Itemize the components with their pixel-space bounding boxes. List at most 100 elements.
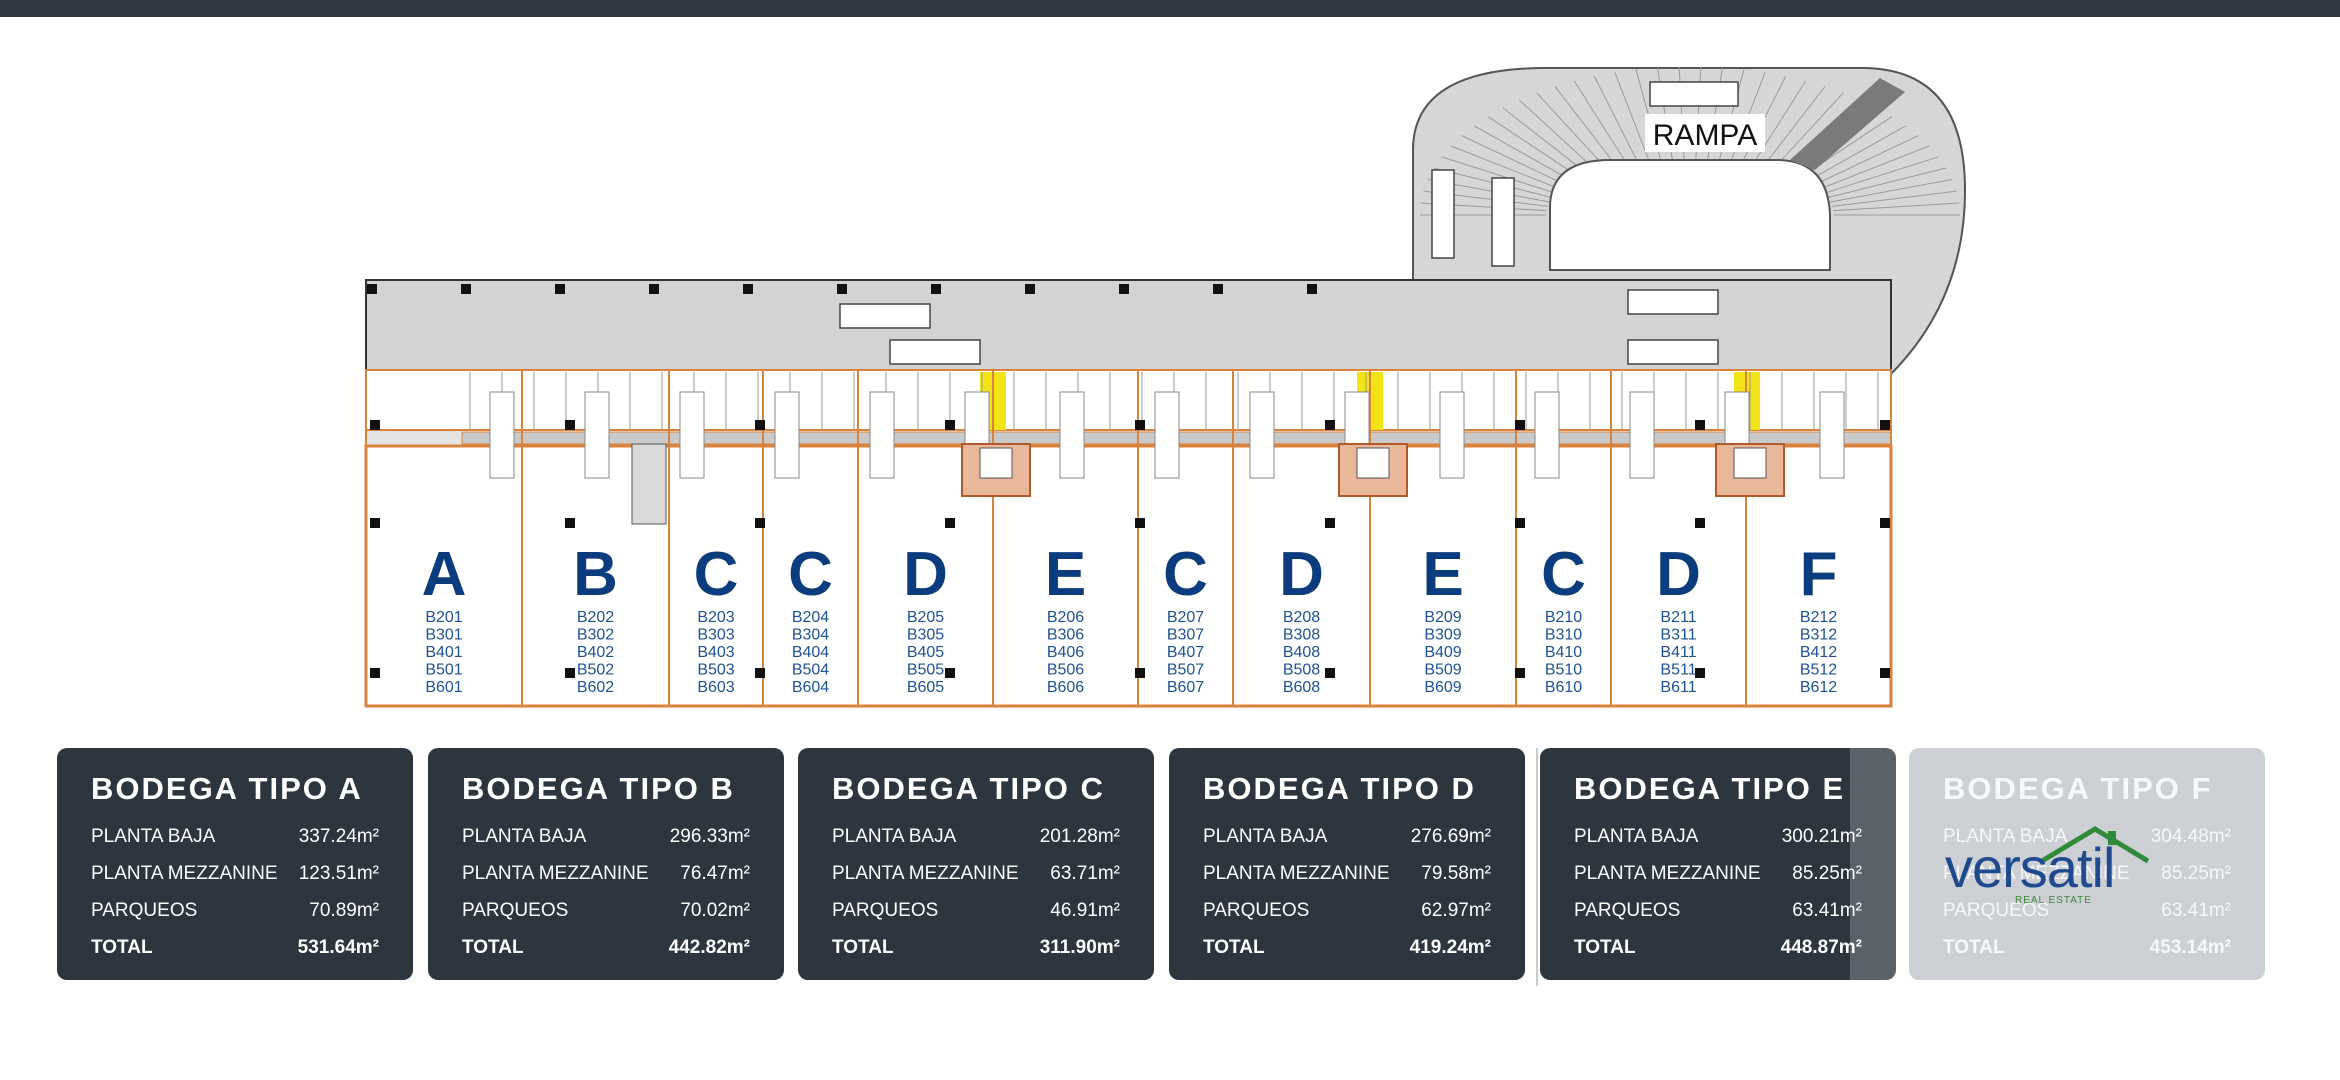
ramp-hatch-line [1832,190,1957,207]
ramp-hatch-line [1833,202,1960,212]
column [1325,668,1335,678]
column [649,284,659,294]
unit-code: B205 [907,609,944,626]
unit-letter: E [1422,540,1463,609]
units-block [364,444,1893,708]
ramp-hatch-line [1771,92,1844,171]
floor-plan-drawing: RAMPA AB201B301B401B501B601BB202B302B402… [364,66,1967,708]
column [945,518,955,528]
unit-code: B408 [1283,644,1320,661]
elevator [979,447,1013,479]
column [555,284,565,294]
parked-car [774,391,800,479]
row-value: 300.21m² [1781,825,1862,847]
column [1119,284,1129,294]
logo-text: versatil [1945,836,2115,899]
row-label: TOTAL [91,936,153,958]
column [1515,518,1525,528]
ramp-hatch-line [1614,72,1651,164]
unit-code: B411 [1660,644,1696,661]
unit-letter: D [1279,540,1324,609]
column [1695,518,1705,528]
unit-code: B506 [1047,662,1084,679]
row-value: 448.87m² [1780,936,1862,958]
unit-code: B403 [697,644,734,661]
elevator [1733,447,1767,479]
unit-code: B210 [1545,609,1582,626]
fade-overlay [1850,748,2340,1012]
ramp-hatch-line [1441,156,1558,195]
column [837,284,847,294]
stair-core [631,443,667,525]
card-title: BODEGA TIPO D [1203,771,1476,806]
unit-code: B405 [907,644,944,661]
column [755,668,765,678]
unit-code: B301 [425,627,462,644]
unit-code: B601 [425,679,462,696]
row-label: PLANTA BAJA [832,825,957,847]
column [1695,420,1705,430]
row-value: 453.14m² [2149,936,2231,958]
unit-code: B302 [577,627,614,644]
column [1307,284,1317,294]
row-value: 63.71m² [1050,862,1120,884]
ramp-hatch-line [1450,145,1563,191]
column [370,420,380,430]
parked-car [679,391,705,479]
row-label: PLANTA MEZZANINE [1574,862,1761,884]
unit-code: B611 [1660,679,1696,696]
ramp-hatch-line [1573,80,1629,167]
unit-code: B502 [577,662,614,679]
column [565,420,575,430]
unit-code: B312 [1800,627,1837,644]
parked-car [1439,391,1465,479]
versatil-logo: versatil REAL ESTATE [1945,826,2175,915]
row-label: TOTAL [1943,936,2005,958]
column [370,668,380,678]
row-label: PARQUEOS [462,899,569,921]
parked-car [489,391,515,479]
ramp-stripe [1790,78,1905,170]
column [370,518,380,528]
unit-code: B504 [792,662,829,679]
card-title: BODEGA TIPO B [462,771,735,806]
row-value: 123.51m² [298,862,379,884]
row-label: PLANTA BAJA [462,825,587,847]
unit-code: B309 [1424,627,1461,644]
column [1695,668,1705,678]
unit-letter: C [1163,540,1208,609]
row-label: PLANTA BAJA [1943,825,2068,847]
column [1515,668,1525,678]
house-roof-icon [2040,826,2150,864]
ramp-hatch-line [1761,86,1826,169]
column [565,668,575,678]
column [1325,518,1335,528]
unit-code: B202 [577,609,614,626]
unit-code: B602 [577,679,614,696]
row-value: 76.47m² [680,862,750,884]
column [565,518,575,528]
row-planta-mezzanine: PLANTA MEZZANINE 63.71m² [832,855,1120,892]
row-value: 296.33m² [669,825,750,847]
row-label: PLANTA MEZZANINE [832,862,1019,884]
row-value: 311.90m² [1039,936,1120,958]
unit-letter: C [788,540,833,609]
